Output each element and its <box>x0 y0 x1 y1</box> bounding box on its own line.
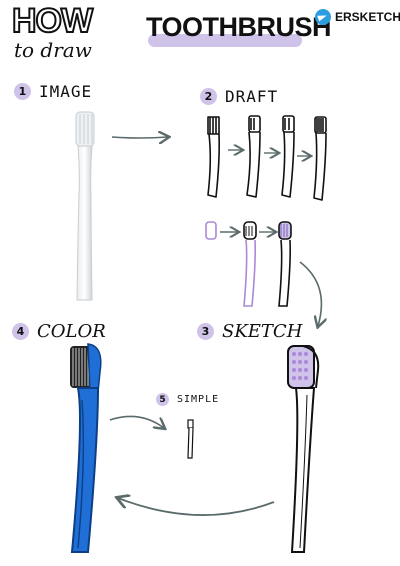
colored-toothbrush <box>70 343 102 553</box>
step-2-label: 2 DRAFT <box>200 87 278 106</box>
step-title: COLOR <box>37 321 106 342</box>
draft-sequence <box>207 115 327 201</box>
step-number-badge: 5 <box>156 393 169 406</box>
arrow-sketch-to-color <box>118 498 275 516</box>
title-highlight <box>148 34 302 47</box>
step-1-label: 1 IMAGE <box>14 82 92 101</box>
arrow-color-to-simple <box>109 415 164 428</box>
page-title: TOOTHBRUSH <box>146 12 332 42</box>
step-5-label: 5 SIMPLE <box>156 393 219 406</box>
to-draw-subheading: to draw <box>14 38 92 62</box>
how-heading: HOW <box>11 2 94 40</box>
step-title: IMAGE <box>39 82 93 101</box>
step-number-badge: 3 <box>197 323 214 340</box>
brand-logo: ERSKETCH <box>315 9 400 25</box>
step-4-label: 4 COLOR <box>12 321 106 342</box>
step-number-badge: 2 <box>200 88 217 105</box>
step-number-badge: 1 <box>14 83 31 100</box>
step-title: SIMPLE <box>177 394 220 405</box>
reference-toothbrush <box>75 111 95 301</box>
step-title: DRAFT <box>225 87 279 106</box>
step-title: SKETCH <box>222 321 303 342</box>
simple-toothbrush <box>187 419 194 459</box>
draft-guide-row <box>205 221 292 307</box>
arrow-image-to-draft <box>111 137 168 138</box>
step-3-label: 3 SKETCH <box>197 321 302 342</box>
brand-name: ERSKETCH <box>335 10 400 24</box>
arrow-draft-to-sketch <box>299 261 321 326</box>
sketch-toothbrush <box>287 345 320 553</box>
telegram-icon <box>315 9 331 25</box>
step-number-badge: 4 <box>12 323 29 340</box>
